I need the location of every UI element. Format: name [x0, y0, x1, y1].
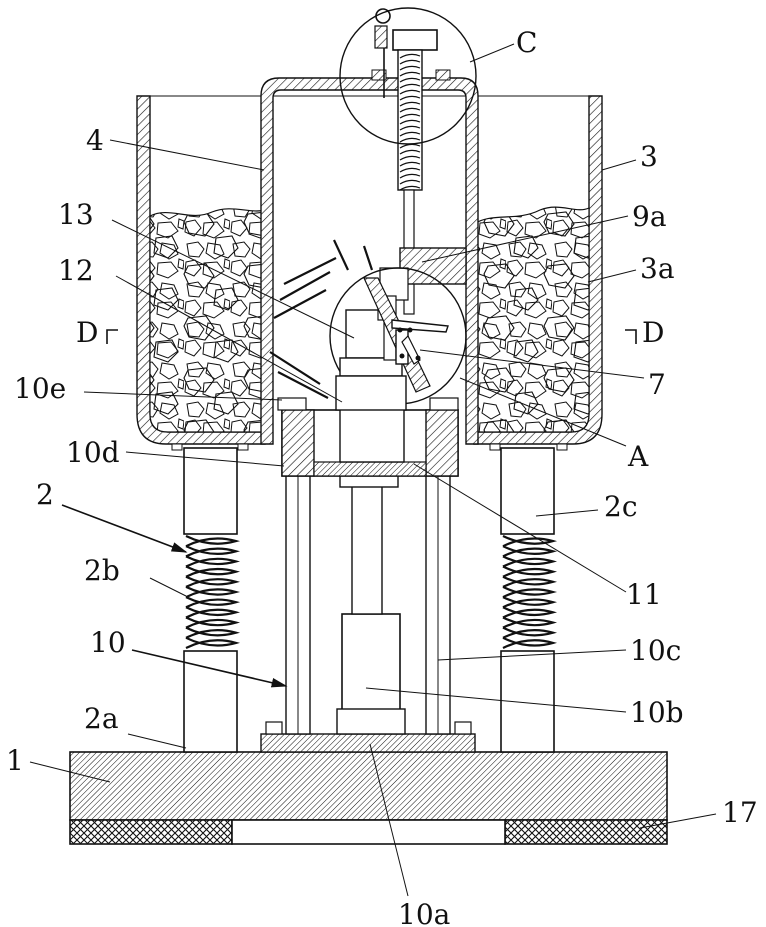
spring-turn	[503, 536, 553, 546]
spring-turn	[503, 638, 553, 648]
spring-turn	[503, 556, 553, 566]
label-2c: 2c	[604, 490, 638, 523]
spring-support-left	[184, 448, 237, 752]
spring-turn	[186, 607, 236, 617]
base-feet	[70, 820, 667, 844]
label-10a: 10a	[398, 898, 450, 927]
label-a: A	[627, 440, 649, 473]
label-2b: 2b	[84, 554, 120, 587]
spring-turn	[186, 628, 236, 638]
spring-turn	[503, 577, 553, 587]
label-3: 3	[640, 140, 658, 173]
label-10d: 10d	[66, 436, 120, 469]
label-4: 4	[86, 124, 104, 157]
spring-turn	[503, 546, 553, 556]
spring-support-right	[501, 448, 554, 752]
label-2a: 2a	[84, 702, 119, 735]
label-10e: 10e	[14, 372, 66, 405]
spring-coil-right	[503, 536, 553, 648]
label-10c: 10c	[630, 634, 681, 667]
spring-turn	[503, 597, 553, 607]
spring-turn	[186, 587, 236, 597]
spring-turn	[503, 607, 553, 617]
label-c: C	[516, 26, 537, 59]
spring-turn	[503, 587, 553, 597]
spring-turn	[186, 546, 236, 556]
label-9a: 9a	[632, 200, 667, 233]
label-12: 12	[58, 254, 94, 287]
label-10b: 10b	[630, 696, 684, 729]
spring-coil-left	[186, 536, 236, 648]
label-1: 1	[6, 744, 24, 777]
label-17: 17	[722, 796, 758, 829]
spring-turn	[503, 628, 553, 638]
spring-turn	[186, 556, 236, 566]
label-d-right: D	[642, 316, 664, 349]
spring-turn	[186, 638, 236, 648]
spring-turn	[186, 536, 236, 546]
label-7: 7	[648, 368, 666, 401]
spring-turn	[186, 617, 236, 627]
spring-turn	[503, 617, 553, 627]
label-13: 13	[58, 198, 94, 231]
label-d-left: D	[76, 316, 98, 349]
label-2: 2	[36, 478, 54, 511]
label-11: 11	[626, 578, 662, 611]
spring-turn	[503, 567, 553, 577]
block-9a	[400, 248, 466, 284]
base-plate	[70, 752, 667, 820]
spring-turn	[186, 567, 236, 577]
spring-turn	[186, 577, 236, 587]
lift-cylinder	[337, 475, 405, 734]
label-10: 10	[90, 626, 126, 659]
spring-turn	[186, 597, 236, 607]
label-3a: 3a	[640, 252, 675, 285]
